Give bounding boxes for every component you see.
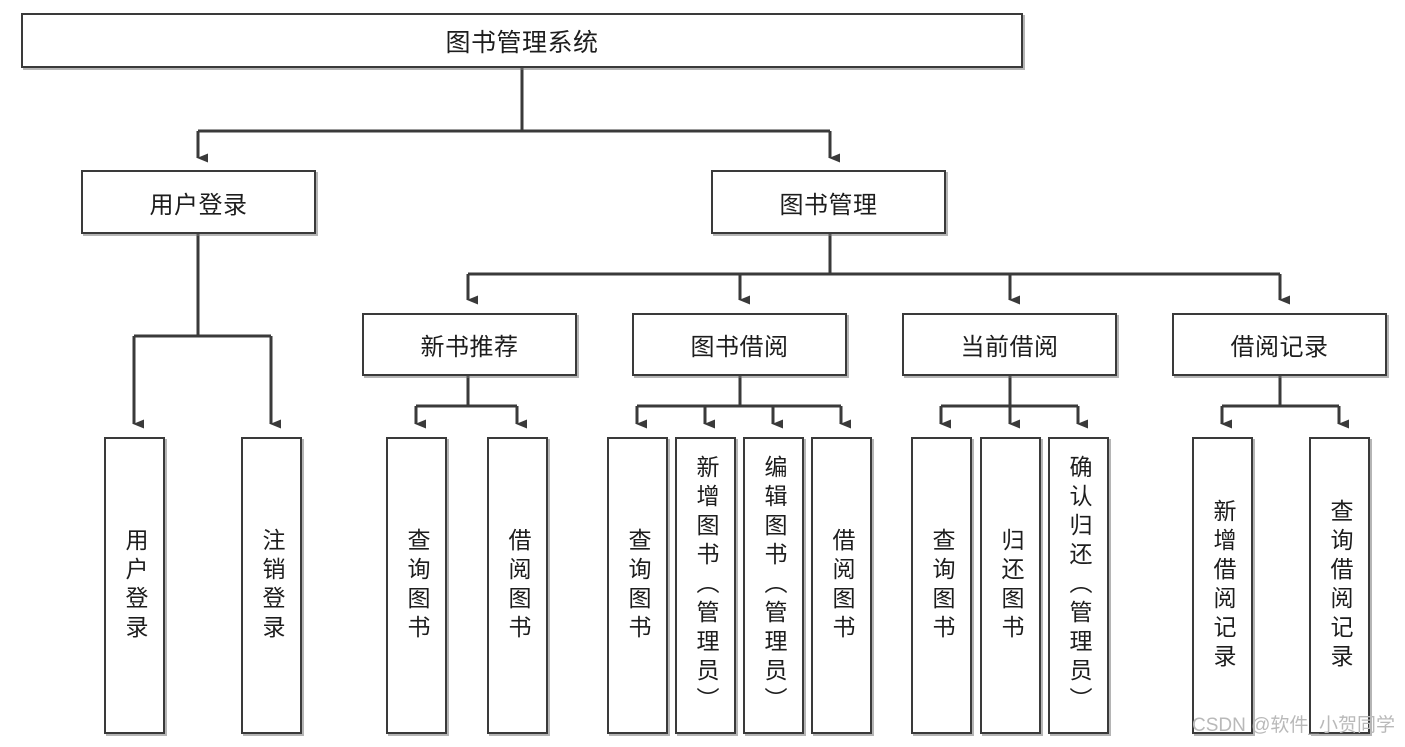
node-new-book-recommend[interactable]: 新书推荐	[362, 313, 577, 376]
node-label: 查询图书	[625, 527, 651, 644]
node-label: 编辑图书（管理员）	[761, 455, 787, 716]
node-label: 图书管理	[779, 191, 878, 219]
node-label: 用户登录	[122, 527, 148, 644]
node-label: 查询图书	[929, 527, 955, 644]
node-label: 新书推荐	[420, 334, 519, 361]
node-book-management[interactable]: 图书管理	[711, 170, 946, 234]
node-leaf-add-book-admin[interactable]: 新增图书（管理员）	[675, 437, 736, 734]
node-leaf-user-login[interactable]: 用户登录	[104, 437, 165, 734]
node-label: 图书管理系统	[445, 28, 599, 57]
node-book-borrow[interactable]: 图书借阅	[632, 313, 847, 376]
node-leaf-edit-book-admin[interactable]: 编辑图书（管理员）	[743, 437, 804, 734]
node-label: 新增借阅记录	[1210, 498, 1236, 673]
node-leaf-query-book-borrow[interactable]: 查询图书	[607, 437, 668, 734]
node-label: 新增图书（管理员）	[693, 455, 719, 716]
node-leaf-return-book[interactable]: 归还图书	[980, 437, 1041, 734]
node-label: 借阅记录	[1230, 334, 1329, 361]
node-leaf-borrow-book[interactable]: 借阅图书	[811, 437, 872, 734]
node-current-borrow[interactable]: 当前借阅	[902, 313, 1117, 376]
node-label: 借阅图书	[829, 527, 855, 644]
node-label: 图书借阅	[690, 334, 789, 361]
node-label: 借阅图书	[505, 527, 531, 644]
node-leaf-query-borrow-record[interactable]: 查询借阅记录	[1309, 437, 1370, 734]
node-leaf-query-book-recommend[interactable]: 查询图书	[386, 437, 447, 734]
node-label: 用户登录	[149, 191, 248, 219]
node-root-book-management-system[interactable]: 图书管理系统	[21, 13, 1023, 68]
node-label: 确认归还（管理员）	[1066, 455, 1092, 716]
node-label: 归还图书	[998, 527, 1024, 644]
node-label: 当前借阅	[960, 334, 1059, 361]
node-leaf-add-borrow-record[interactable]: 新增借阅记录	[1192, 437, 1253, 734]
node-label: 注销登录	[259, 527, 285, 644]
node-leaf-borrow-book-recommend[interactable]: 借阅图书	[487, 437, 548, 734]
node-leaf-logout[interactable]: 注销登录	[241, 437, 302, 734]
node-label: 查询借阅记录	[1327, 498, 1353, 673]
node-leaf-confirm-return-admin[interactable]: 确认归还（管理员）	[1048, 437, 1109, 734]
node-user-login[interactable]: 用户登录	[81, 170, 316, 234]
node-label: 查询图书	[404, 527, 430, 644]
node-leaf-query-book-current[interactable]: 查询图书	[911, 437, 972, 734]
node-borrow-record[interactable]: 借阅记录	[1172, 313, 1387, 376]
